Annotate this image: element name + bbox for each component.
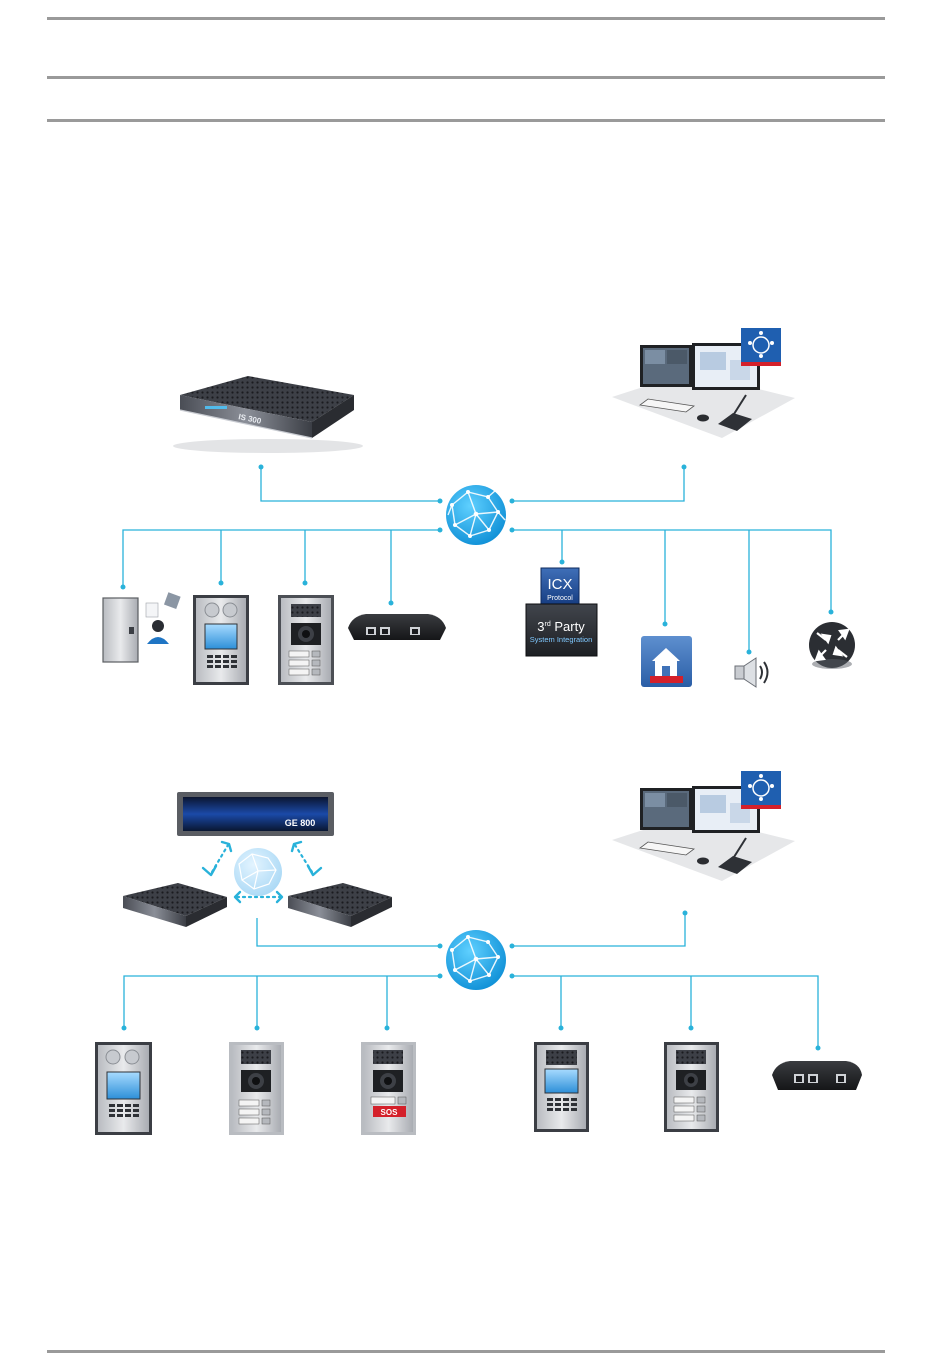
- home-automation-icon: [641, 636, 692, 687]
- ip-intercom-keypad-icon: [534, 1042, 589, 1132]
- server-ge800-icon: GE 800: [177, 792, 334, 836]
- ip-intercom-camera-icon: [229, 1042, 284, 1135]
- faded-network-globe-icon: [234, 848, 282, 896]
- ip-interface-box-icon: [348, 614, 446, 640]
- ip-intercom-display-icon: [95, 1042, 152, 1135]
- icx-protocol-icon: ICX Protocol: [541, 568, 579, 604]
- sos-label: SOS: [381, 1108, 399, 1117]
- operator-workstation-icon: [612, 328, 795, 438]
- sos-intercom-icon: SOS: [361, 1042, 416, 1135]
- network-globe-icon: [446, 485, 506, 545]
- ip-intercom-display-icon: [193, 595, 249, 685]
- server-is300-right-icon: [288, 883, 392, 927]
- server-ge800-label: GE 800: [285, 818, 316, 828]
- server-is300-icon: IS 300: [173, 376, 363, 453]
- icx-subtitle: Protocol: [547, 595, 573, 602]
- network-globe-icon: [446, 930, 506, 990]
- third-party-integration-icon: 3rd Party System Integration: [526, 604, 597, 656]
- door-access-control-icon: [103, 592, 181, 662]
- router-icon: [809, 622, 855, 669]
- speaker-icon: [735, 658, 768, 687]
- third-party-subtitle: System Integration: [530, 635, 593, 644]
- ip-interface-box-icon: [772, 1061, 862, 1090]
- icx-title: ICX: [547, 576, 572, 593]
- server-is300-left-icon: [123, 883, 227, 927]
- ip-intercom-camera-icon: [278, 595, 334, 685]
- third-party-title: 3rd Party: [537, 619, 585, 634]
- ip-intercom-camera-icon: [664, 1042, 719, 1132]
- operator-workstation-icon: [612, 771, 795, 881]
